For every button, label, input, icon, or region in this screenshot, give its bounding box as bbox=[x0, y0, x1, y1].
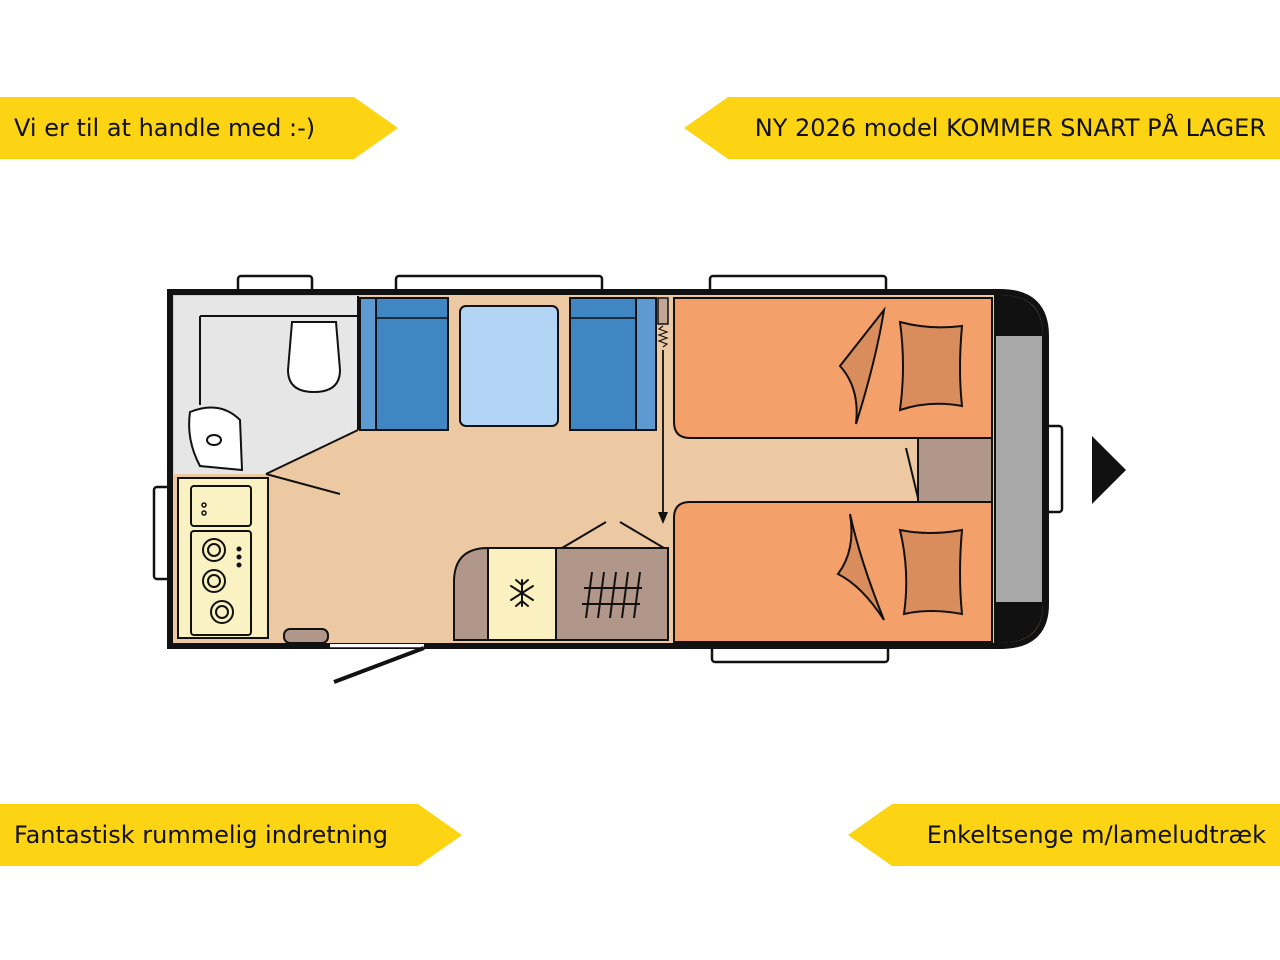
pull-out-arrow-head bbox=[658, 512, 668, 524]
basin-drain bbox=[206, 434, 222, 446]
entrance-door bbox=[333, 646, 425, 684]
banner-top-right-text: NY 2026 model KOMMER SNART PÅ LAGER bbox=[754, 114, 1266, 142]
wardrobe-post bbox=[657, 297, 669, 325]
dinette-table bbox=[459, 305, 559, 427]
bedside-cabinet bbox=[917, 437, 993, 503]
banner-top-left-text: Vi er til at handle med :-) bbox=[14, 114, 316, 142]
bed-top-blanket bbox=[838, 306, 886, 425]
bathroom-door-swing bbox=[265, 473, 341, 495]
hob-burners bbox=[202, 538, 234, 624]
banner-top-right: NY 2026 model KOMMER SNART PÅ LAGER bbox=[684, 97, 1280, 159]
front-window bbox=[996, 336, 1042, 602]
seat-back-left bbox=[359, 297, 377, 431]
step bbox=[283, 628, 329, 644]
kitchen-hob bbox=[190, 530, 252, 636]
toilet bbox=[286, 321, 342, 394]
banner-bottom-right-text: Enkeltsenge m/lameludtræk bbox=[926, 821, 1266, 849]
bed-bottom-pillow bbox=[898, 528, 964, 616]
hob-knobs bbox=[236, 546, 242, 568]
direction-arrow-icon bbox=[1092, 436, 1126, 504]
bed-top-pillow bbox=[898, 320, 964, 412]
bed-bottom-blanket bbox=[836, 513, 885, 621]
banner-bottom-right: Enkeltsenge m/lameludtræk bbox=[848, 804, 1280, 866]
corner-cabinet bbox=[453, 546, 489, 641]
banner-bottom-left-text: Fantastisk rummelig indretning bbox=[14, 821, 389, 849]
seat-left bbox=[375, 297, 449, 431]
seat-back-right bbox=[635, 297, 657, 431]
kitchen-sink bbox=[190, 485, 252, 527]
banner-top-left: Vi er til at handle med :-) bbox=[0, 97, 398, 159]
shoe-rack-icon bbox=[582, 571, 642, 619]
banner-bottom-left: Fantastisk rummelig indretning bbox=[0, 804, 462, 866]
seat-right bbox=[569, 297, 637, 431]
bathroom-wall-diag bbox=[265, 429, 359, 475]
storage-cabinet bbox=[555, 547, 669, 641]
sink-tap-1 bbox=[201, 502, 207, 508]
cabinet-door-swing bbox=[561, 521, 665, 549]
bedside-door bbox=[905, 447, 919, 499]
spring-icon bbox=[657, 325, 669, 348]
snowflake-icon bbox=[510, 579, 534, 607]
sink-tap-2 bbox=[201, 510, 207, 516]
